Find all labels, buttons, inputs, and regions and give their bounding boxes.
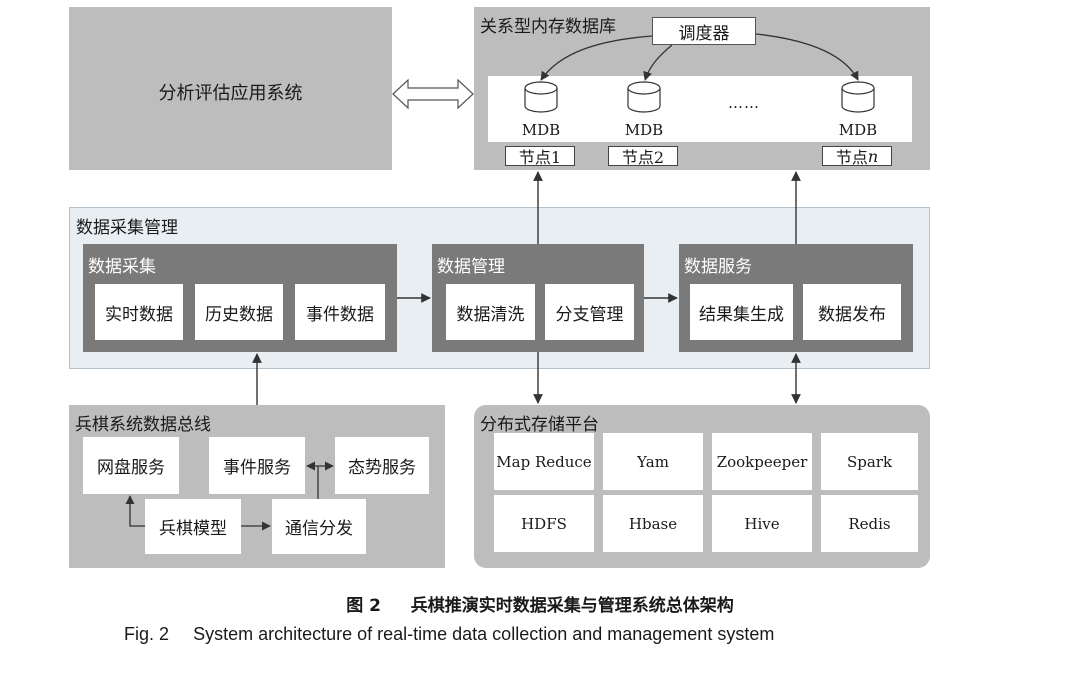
storage-item-hdfs: HDFS <box>494 495 594 552</box>
collection-mgmt-title: 数据采集管理 <box>76 218 178 238</box>
situation-service-box: 态势服务 <box>335 437 429 494</box>
node-label-n-prefix: 节点 <box>835 148 868 167</box>
analysis-system-label: 分析评估应用系统 <box>158 83 303 104</box>
scheduler-to-node1-curve <box>540 35 653 81</box>
data-publish-box: 数据发布 <box>803 284 901 340</box>
mdb-nodes-area <box>488 76 912 142</box>
database-icon <box>841 81 875 113</box>
figure-caption-cn: 图 2 兵棋推演实时数据采集与管理系统总体架构 <box>0 591 1080 616</box>
node-label-n-italic: n <box>867 146 879 166</box>
mdb-label-2: MDB <box>624 121 664 139</box>
result-set-box: 结果集生成 <box>690 284 793 340</box>
scheduler-to-noden-curve <box>755 33 859 81</box>
history-data-box: 历史数据 <box>195 284 283 340</box>
node-label-1: 节点1 <box>505 146 575 167</box>
storage-item-hbase: Hbase <box>603 495 703 552</box>
double-arrow-icon <box>392 78 474 110</box>
storage-item-redis: Redis <box>821 495 918 552</box>
nodes-ellipsis: …… <box>728 94 760 112</box>
mdb-label-1: MDB <box>521 121 561 139</box>
scheduler-box: 调度器 <box>652 17 756 45</box>
figure-caption-en: Fig. 2 System architecture of real-time … <box>124 624 774 645</box>
service-title: 数据服务 <box>684 257 752 277</box>
storage-item-mapreduce: Map Reduce <box>494 433 594 490</box>
database-icon <box>524 81 558 113</box>
caption-en-label: Fig. 2 <box>124 624 170 644</box>
node-label-2: 节点2 <box>608 146 678 167</box>
memory-db-title: 关系型内存数据库 <box>480 17 616 37</box>
event-data-box: 事件数据 <box>295 284 385 340</box>
model-to-netdisk-arrow <box>125 495 145 527</box>
branch-mgmt-box: 分支管理 <box>545 284 634 340</box>
caption-cn-text: 兵棋推演实时数据采集与管理系统总体架构 <box>410 596 734 616</box>
collection-title: 数据采集 <box>88 257 156 277</box>
mdb-label-n: MDB <box>838 121 878 139</box>
wargame-bus-title: 兵棋系统数据总线 <box>75 415 211 435</box>
storage-item-spark: Spark <box>821 433 918 490</box>
realtime-data-box: 实时数据 <box>95 284 183 340</box>
wargame-model-box: 兵棋模型 <box>145 499 241 554</box>
database-icon <box>627 81 661 113</box>
management-title: 数据管理 <box>437 257 505 277</box>
caption-cn-label: 图 2 <box>346 596 381 616</box>
analysis-system-panel: 分析评估应用系统 <box>69 7 392 170</box>
netdisk-service-box: 网盘服务 <box>83 437 179 494</box>
storage-item-yam: Yam <box>603 433 703 490</box>
caption-en-text: System architecture of real-time data co… <box>193 624 775 644</box>
comm-dispatch-box: 通信分发 <box>272 499 366 554</box>
storage-title: 分布式存储平台 <box>480 415 599 435</box>
data-cleaning-box: 数据清洗 <box>446 284 535 340</box>
storage-item-zookpeeper: Zookpeeper <box>712 433 812 490</box>
storage-item-hive: Hive <box>712 495 812 552</box>
scheduler-to-node2-curve <box>643 44 673 81</box>
event-service-box: 事件服务 <box>209 437 305 494</box>
